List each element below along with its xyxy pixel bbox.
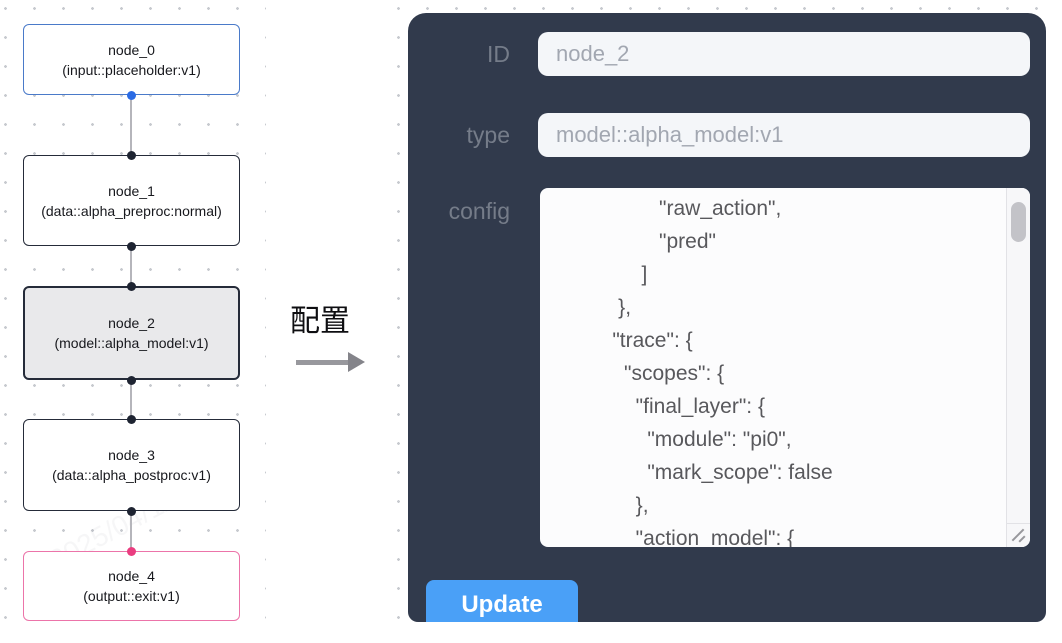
node-title: node_3: [108, 447, 155, 463]
transition-annotation: 配置: [290, 296, 365, 372]
scrollbar-thumb[interactable]: [1011, 202, 1026, 242]
source-handle-node-1[interactable]: [127, 241, 136, 251]
node-title: node_1: [108, 182, 155, 199]
node-title: node_2: [108, 315, 155, 331]
node-subtitle: (data::alpha_preproc:normal): [41, 202, 222, 219]
target-handle-node-1[interactable]: [127, 150, 136, 160]
id-input[interactable]: [538, 32, 1030, 76]
node-config-panel: ID type config "raw_action", "pred" ] },…: [408, 13, 1046, 622]
resize-grip-icon[interactable]: [1009, 527, 1027, 543]
node-0[interactable]: node_0 (input::placeholder:v1): [23, 24, 240, 95]
arrow-shaft: [296, 360, 348, 365]
scrollbar-track[interactable]: [1006, 188, 1030, 547]
node-2-selected[interactable]: node_2 (model::alpha_model:v1): [23, 286, 240, 380]
arrow-right-icon: [290, 352, 365, 372]
type-input[interactable]: [538, 113, 1030, 157]
source-handle-node-2[interactable]: [127, 375, 136, 385]
node-title: node_0: [108, 41, 155, 58]
node-subtitle: (input::placeholder:v1): [62, 61, 201, 78]
node-subtitle: (output::exit:v1): [83, 588, 180, 604]
target-handle-node-4[interactable]: [127, 546, 136, 556]
flow-canvas: node_0 (input::placeholder:v1) node_1 (d…: [0, 0, 266, 643]
node-4[interactable]: node_4 (output::exit:v1): [23, 551, 240, 621]
node-1[interactable]: node_1 (data::alpha_preproc:normal): [23, 155, 240, 246]
arrow-head: [348, 352, 365, 372]
source-handle-node-0[interactable]: [127, 90, 136, 100]
source-handle-node-3[interactable]: [127, 506, 136, 516]
node-title: node_4: [108, 568, 155, 584]
node-subtitle: (data::alpha_postproc:v1): [52, 467, 211, 483]
node-3[interactable]: node_3 (data::alpha_postproc:v1): [23, 419, 240, 511]
config-textarea[interactable]: "raw_action", "pred" ] }, "trace": { "sc…: [540, 188, 1030, 547]
type-field-label: type: [466, 122, 510, 148]
update-button[interactable]: Update: [426, 580, 578, 622]
scrollbar-corner-divider: [1006, 523, 1030, 524]
config-json-text: "raw_action", "pred" ] }, "trace": { "sc…: [612, 197, 833, 547]
config-field-label: config: [448, 198, 510, 224]
target-handle-node-3[interactable]: [127, 414, 136, 424]
target-handle-node-2[interactable]: [127, 281, 136, 291]
node-subtitle: (model::alpha_model:v1): [54, 335, 209, 351]
transition-label: 配置: [290, 305, 350, 338]
id-field-label: ID: [487, 41, 510, 67]
